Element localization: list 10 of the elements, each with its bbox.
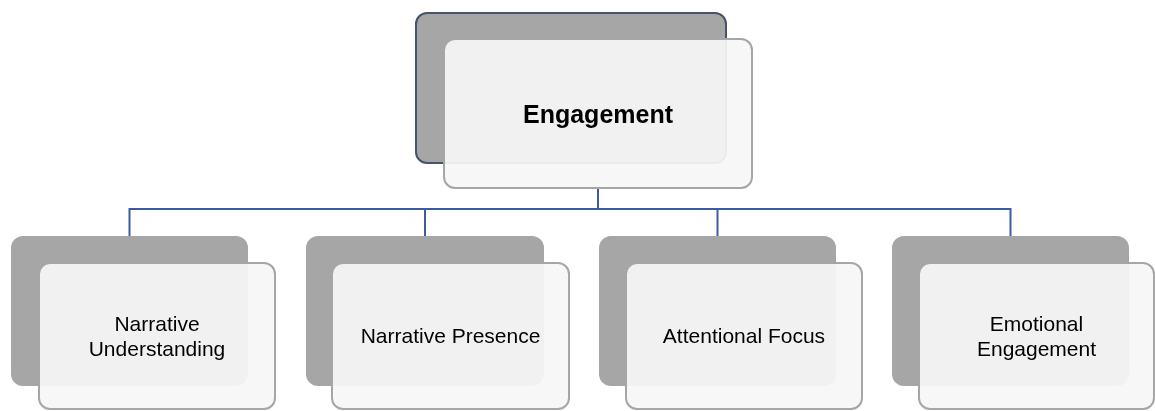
node-label: Narrative Presence: [360, 323, 541, 349]
process-box: [892, 236, 1155, 410]
node-label: Narrative Understanding: [87, 310, 227, 362]
process-box: [599, 236, 863, 410]
process-box: [306, 236, 570, 410]
process-box: [415, 12, 753, 189]
process-box: [11, 236, 276, 410]
node-label: Engagement: [523, 98, 673, 129]
node-label: Emotional Engagement: [975, 310, 1098, 362]
node-label: Attentional Focus: [662, 323, 826, 349]
